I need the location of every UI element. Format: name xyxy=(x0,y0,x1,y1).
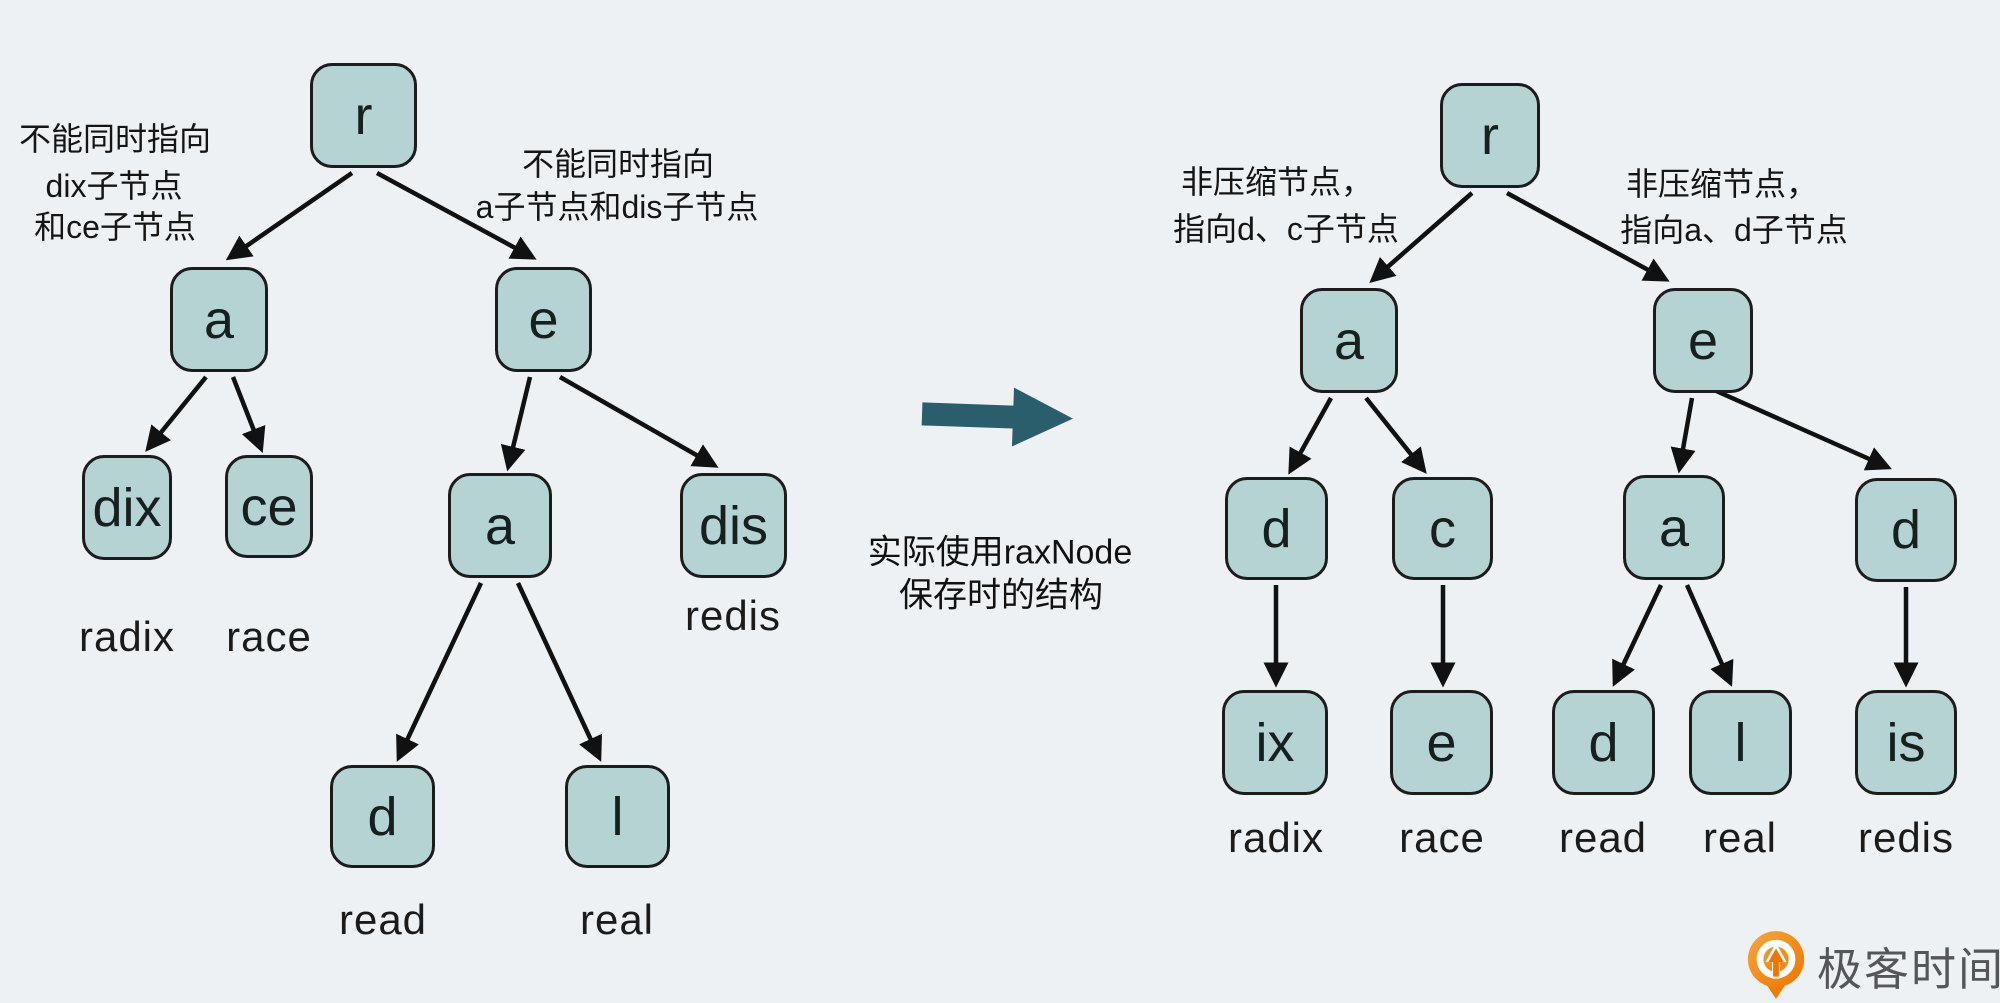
left-tree-label-radix: radix xyxy=(78,613,176,660)
left-annotation-line: 和ce子节点 xyxy=(34,209,196,245)
right-tree-node-e: e xyxy=(1653,288,1753,393)
right-tree-node-d3: d xyxy=(1552,690,1655,795)
transform-caption-line: 实际使用raxNode xyxy=(867,533,1133,572)
geektime-logo: 极客时间 xyxy=(1745,930,2000,1000)
right-tree-node-a: a xyxy=(1300,288,1398,393)
right-annotation-line: 非压缩节点， xyxy=(1625,166,1819,202)
right-tree-label-race: race xyxy=(1399,814,1485,861)
right-tree-node-e2: e xyxy=(1390,690,1493,795)
transform-caption-line: 保存时的结构 xyxy=(899,576,1103,615)
left-tree-label-redis: redis xyxy=(684,592,782,639)
left-annotation-line: dix子节点 xyxy=(45,168,183,204)
right-tree-node-is: is xyxy=(1855,690,1957,795)
left-tree-label-read: read xyxy=(338,896,428,943)
geektime-pin-icon xyxy=(1747,931,1805,999)
left-tree-label-real: real xyxy=(579,896,655,943)
left-annotation-line: 不能同时指向 xyxy=(521,146,715,182)
right-tree-node-d1: d xyxy=(1225,477,1328,580)
left-tree-node-d: d xyxy=(330,765,435,868)
right-tree-node-d2: d xyxy=(1855,478,1957,582)
right-tree-node-r: r xyxy=(1440,83,1540,188)
right-tree-node-a2: a xyxy=(1623,475,1725,580)
left-tree-label-race: race xyxy=(226,613,312,660)
left-tree-node-e: e xyxy=(495,267,592,372)
right-annotation-line: 指向d、c子节点 xyxy=(1173,211,1399,247)
right-tree-node-c: c xyxy=(1392,477,1493,580)
left-tree-node-dis: dis xyxy=(680,473,787,578)
left-tree-node-l: l xyxy=(565,765,670,868)
left-tree-node-r: r xyxy=(310,63,417,168)
right-tree-label-real: real xyxy=(1702,814,1778,861)
left-tree-node-ce: ce xyxy=(225,455,313,558)
right-tree-node-l: l xyxy=(1689,690,1792,795)
left-annotation-line: 不能同时指向 xyxy=(18,121,212,157)
geektime-logo-text: 极客时间 xyxy=(1817,943,2000,995)
left-tree-node-dix: dix xyxy=(82,455,172,560)
right-tree-label-read: read xyxy=(1558,814,1648,861)
left-annotation-line: a子节点和dis子节点 xyxy=(475,189,759,225)
right-tree-label-redis: redis xyxy=(1857,814,1955,861)
right-tree-node-ix: ix xyxy=(1222,690,1328,795)
right-annotation-line: 非压缩节点， xyxy=(1180,164,1374,200)
right-tree-label-radix: radix xyxy=(1227,814,1325,861)
transform-arrow xyxy=(921,387,1073,447)
right-annotation-line: 指向a、d子节点 xyxy=(1620,212,1848,248)
left-tree-node-a2: a xyxy=(448,473,552,578)
left-tree-node-a: a xyxy=(170,267,268,372)
